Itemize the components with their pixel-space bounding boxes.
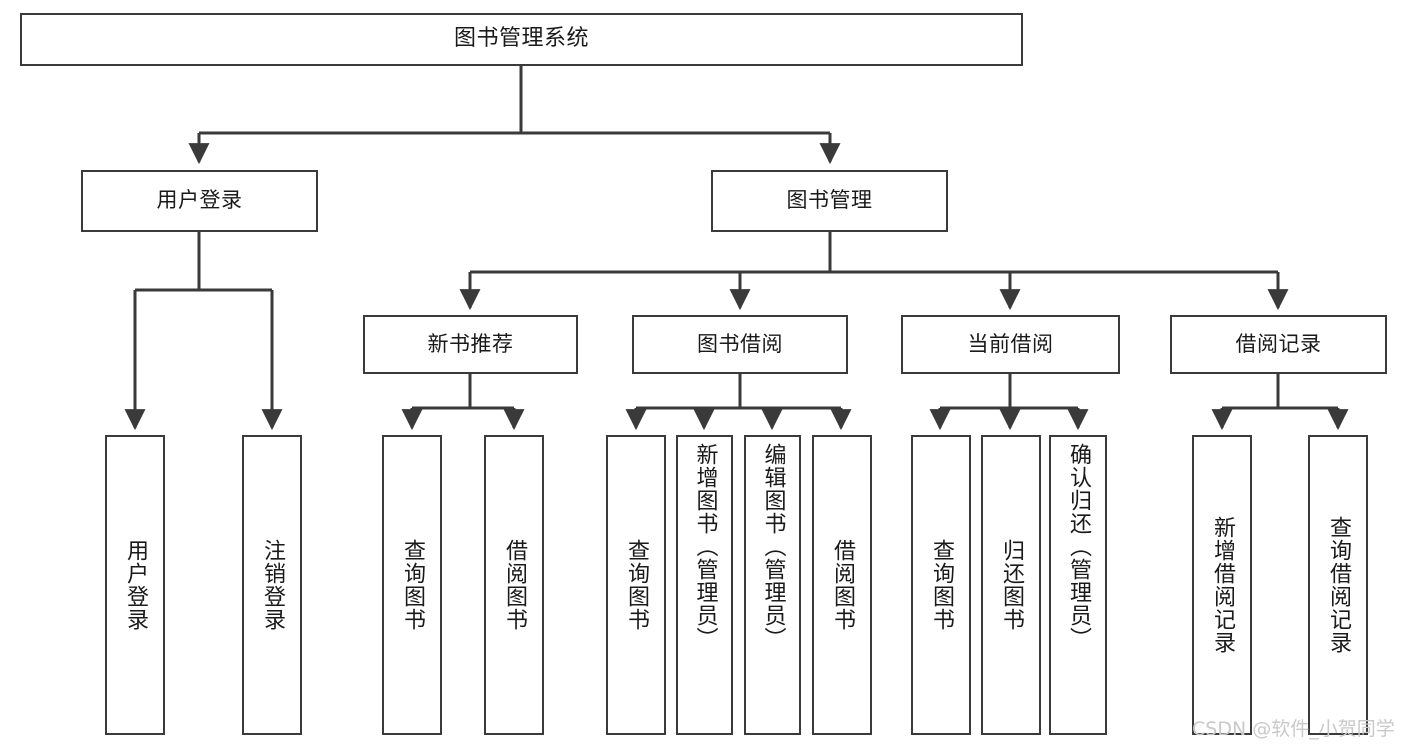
node-label: 注销登录 bbox=[260, 539, 285, 631]
node-label: 借阅记录 bbox=[1235, 331, 1322, 356]
node-label: 用户登录 bbox=[123, 539, 148, 631]
node-label: 图书管理 bbox=[786, 188, 873, 213]
node-label: 归还图书 bbox=[999, 539, 1024, 631]
leaf-book-borrow-add-book-admin[interactable]: 新增图书（管理员） bbox=[676, 435, 733, 735]
node-label: 新书推荐 bbox=[427, 331, 514, 356]
node-label: 确认归还（管理员） bbox=[1066, 443, 1091, 650]
leaf-current-borrow-query-books[interactable]: 查询图书 bbox=[911, 435, 971, 735]
node-label: 新增借阅记录 bbox=[1210, 516, 1235, 654]
node-label: 查询借阅记录 bbox=[1326, 516, 1351, 654]
node-label: 图书管理系统 bbox=[453, 26, 589, 52]
csdn-watermark: CSDN @软件_小贺同学 bbox=[1192, 718, 1395, 740]
node-label: 借阅图书 bbox=[830, 539, 855, 631]
node-user-login[interactable]: 用户登录 bbox=[81, 170, 318, 232]
leaf-borrow-record-add-record[interactable]: 新增借阅记录 bbox=[1192, 435, 1252, 735]
leaf-user-login-login[interactable]: 用户登录 bbox=[105, 435, 165, 735]
node-label: 查询图书 bbox=[929, 539, 954, 631]
node-root-library-system[interactable]: 图书管理系统 bbox=[20, 13, 1023, 66]
node-label: 用户登录 bbox=[156, 188, 243, 213]
node-current-borrow[interactable]: 当前借阅 bbox=[901, 315, 1120, 374]
leaf-book-borrow-query-books[interactable]: 查询图书 bbox=[606, 435, 666, 735]
node-label: 查询图书 bbox=[624, 539, 649, 631]
node-new-book-recommend[interactable]: 新书推荐 bbox=[363, 315, 578, 374]
node-label: 当前借阅 bbox=[967, 331, 1054, 356]
leaf-book-borrow-borrow-books[interactable]: 借阅图书 bbox=[812, 435, 872, 735]
node-label: 编辑图书（管理员） bbox=[760, 443, 786, 650]
leaf-new-book-borrow-books[interactable]: 借阅图书 bbox=[484, 435, 544, 735]
leaf-current-borrow-confirm-return-admin[interactable]: 确认归还（管理员） bbox=[1049, 435, 1107, 735]
node-borrow-record[interactable]: 借阅记录 bbox=[1170, 315, 1387, 374]
leaf-book-borrow-edit-book-admin[interactable]: 编辑图书（管理员） bbox=[744, 435, 801, 735]
node-label: 查询图书 bbox=[400, 539, 425, 631]
leaf-borrow-record-query-record[interactable]: 查询借阅记录 bbox=[1308, 435, 1368, 735]
leaf-current-borrow-return-books[interactable]: 归还图书 bbox=[981, 435, 1041, 735]
node-label: 借阅图书 bbox=[502, 539, 527, 631]
node-label: 新增图书（管理员） bbox=[692, 443, 718, 650]
node-book-management[interactable]: 图书管理 bbox=[711, 170, 948, 232]
leaf-user-login-logout[interactable]: 注销登录 bbox=[242, 435, 302, 735]
leaf-new-book-query-books[interactable]: 查询图书 bbox=[382, 435, 442, 735]
node-book-borrow[interactable]: 图书借阅 bbox=[632, 315, 848, 374]
node-label: 图书借阅 bbox=[697, 331, 783, 356]
